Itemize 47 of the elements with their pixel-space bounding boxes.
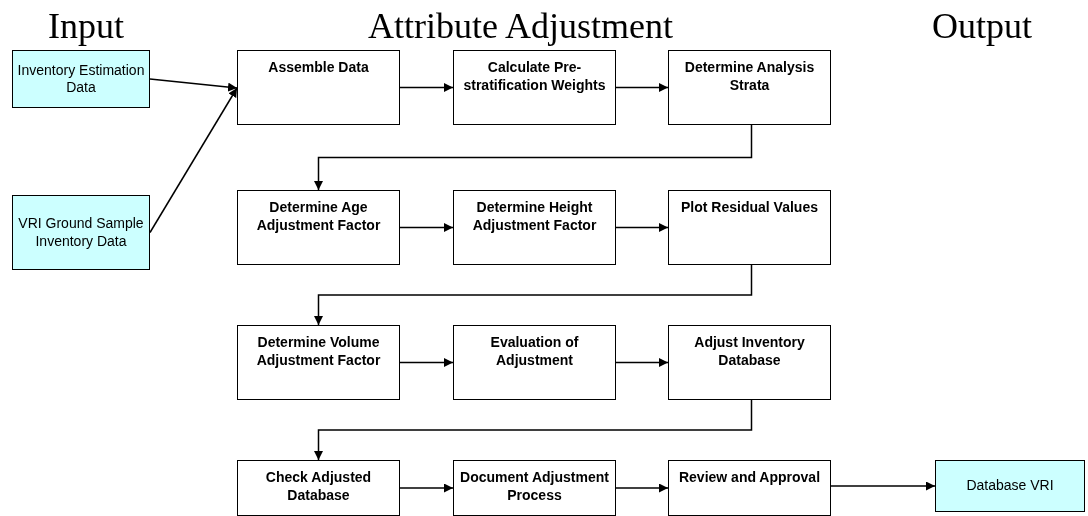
arrow xyxy=(615,83,669,92)
box-label: Determine Age Adjustment Factor xyxy=(255,199,382,234)
process-box xyxy=(237,50,400,125)
process-box xyxy=(453,190,616,265)
data-box xyxy=(12,195,150,270)
box-label: Determine Analysis Strata xyxy=(683,59,816,94)
box-label: Determine Height Adjustment Factor xyxy=(471,199,598,234)
process-box xyxy=(453,50,616,125)
process-box xyxy=(237,325,400,400)
process-box xyxy=(668,190,831,265)
arrow xyxy=(830,481,936,491)
column-heading: Input xyxy=(48,8,124,44)
arrow xyxy=(399,83,454,92)
arrow xyxy=(399,483,454,493)
arrow xyxy=(149,78,238,92)
data-box xyxy=(935,460,1085,512)
column-heading: Attribute Adjustment xyxy=(368,8,673,44)
box-label: Document Adjustment Process xyxy=(460,469,609,504)
arrow xyxy=(399,358,454,367)
arrow xyxy=(399,223,454,232)
arrow xyxy=(615,358,669,367)
process-box xyxy=(237,460,400,516)
box-label: VRI Ground Sample Inventory Data xyxy=(17,215,145,250)
process-box xyxy=(453,460,616,516)
process-box xyxy=(668,460,831,516)
process-box xyxy=(453,325,616,400)
box-label: Check Adjusted Database xyxy=(264,469,373,504)
box-label: Evaluation of Adjustment xyxy=(489,334,580,369)
process-box xyxy=(237,190,400,265)
process-box xyxy=(668,325,831,400)
box-label: Inventory Estimation Data xyxy=(17,61,145,97)
process-box xyxy=(668,50,831,125)
arrow xyxy=(615,483,669,493)
column-heading: Output xyxy=(932,8,1032,44)
arrow xyxy=(314,124,753,191)
box-label: Calculate Pre-stratification Weights xyxy=(462,59,607,94)
arrow xyxy=(314,399,753,461)
box-label: Adjust Inventory Database xyxy=(693,334,806,369)
arrow xyxy=(314,264,753,326)
box-label: Assemble Data xyxy=(268,59,369,77)
box-label: Database VRI xyxy=(966,477,1054,495)
arrow xyxy=(149,87,238,234)
box-label: Plot Residual Values xyxy=(681,199,818,217)
box-label: Review and Approval xyxy=(678,469,821,487)
data-box xyxy=(12,50,150,108)
arrow xyxy=(615,223,669,232)
box-label: Determine Volume Adjustment Factor xyxy=(255,334,382,369)
